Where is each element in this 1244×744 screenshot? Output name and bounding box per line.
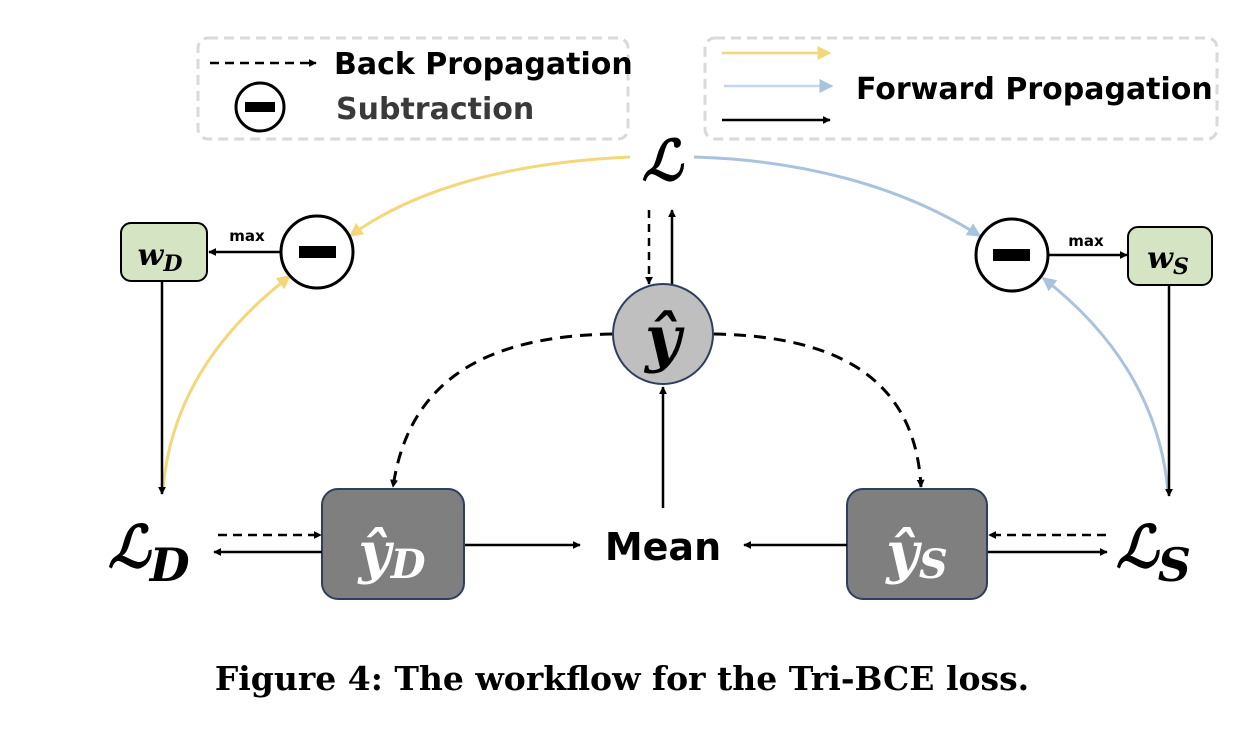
weight-s-symbol: w [1147,241,1174,276]
svg-text:ŷD: ŷD [356,520,426,588]
weight-d-node: wD [120,222,208,282]
minus-icon [993,249,1030,261]
legend-back-propagation-subtraction: Back Propagation Subtraction [196,36,633,141]
y-hat-s-node: ŷS [846,488,988,600]
loss-s-symbol: ℒ [1116,513,1160,581]
legend-box-right [703,36,1219,141]
y-hat-d-symbol: ŷ [356,520,394,586]
legend-forward-propagation: Forward Propagation [703,36,1219,141]
loss-s-subscript: S [1158,538,1191,592]
yellow-arrow-loss-to-subtract-left [348,155,631,238]
loss-s-node: ℒS [1116,513,1191,592]
blue-arrow-loss-to-subtract-right [693,155,982,238]
dashed-arrow-yhat-to-yhat-d [390,332,613,488]
loss-d-node: ℒD [108,513,190,592]
dashed-arrow-yhat-to-yhat-s [713,332,925,488]
total-loss-node: ℒ [642,128,685,194]
max-label-left: max [229,227,265,245]
legend-subtraction-icon [234,81,286,133]
yellow-arrow-lossd-to-subtract-left [161,274,292,491]
y-hat-node: ŷ [612,283,714,385]
weight-d-symbol: w [138,238,165,273]
minus-icon [299,246,336,258]
figure-caption: Figure 4: The workflow for the Tri-BCE l… [215,659,1029,698]
y-hat-d-subscript: D [390,541,426,588]
y-hat-s-subscript: S [919,541,948,588]
legend-box-left [196,36,630,141]
weight-d-subscript: D [162,251,182,277]
weight-s-node: wS [1127,226,1213,286]
loss-d-subscript: D [148,538,190,592]
y-hat-d-node: ŷD [321,488,465,600]
max-label-right: max [1068,232,1104,250]
svg-text:wS: wS [1147,241,1189,280]
weight-s-subscript: S [1173,254,1189,280]
svg-text:ŷS: ŷS [884,520,947,588]
loss-d-symbol: ℒ [108,513,152,581]
subtraction-node-right [974,217,1050,293]
legend-subtraction-label: Subtraction [336,92,534,127]
subtraction-node-left [279,214,355,290]
blue-arrow-losss-to-subtract-right [1041,276,1170,493]
y-hat-symbol: ŷ [643,302,685,375]
y-hat-s-symbol: ŷ [884,520,922,586]
mean-node: Mean [605,525,721,569]
legend-back-propagation-label: Back Propagation [334,47,633,82]
legend-forward-propagation-label: Forward Propagation [856,72,1213,107]
svg-text:wD: wD [138,238,183,277]
